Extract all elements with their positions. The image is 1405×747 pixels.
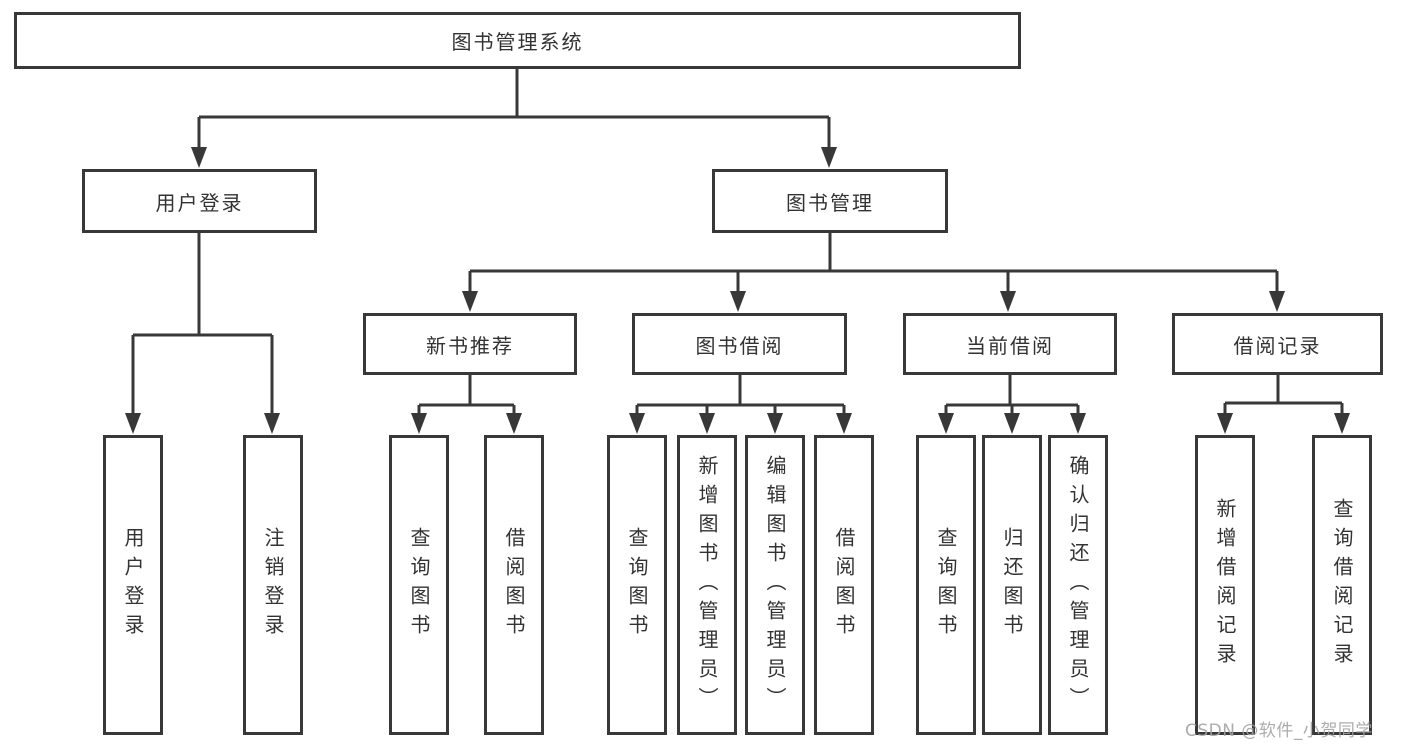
leaf-logout: 注销登录: [243, 435, 303, 735]
node-root: 图书管理系统: [14, 12, 1021, 69]
leaf-confirm-return-admin: 确认归还（管理员）: [1048, 435, 1108, 735]
node-book-borrowing: 图书借阅: [632, 313, 847, 375]
connector-new-book-recommend: [417, 375, 516, 418]
leaf-add-books-admin: 新增图书（管理员）: [677, 435, 737, 735]
node-user-login: 用户登录: [82, 169, 317, 233]
connector-current-borrowing: [944, 375, 1080, 418]
node-new-book-recommend: 新书推荐: [363, 313, 577, 375]
node-book-management: 图书管理: [712, 169, 948, 233]
leaf-return-books: 归还图书: [982, 435, 1042, 735]
arrowheads: [125, 147, 1350, 434]
leaf-query-books-borrowing: 查询图书: [607, 435, 667, 735]
connector-book-borrowing: [635, 375, 846, 418]
leaf-query-books-current: 查询图书: [916, 435, 976, 735]
leaf-edit-books-admin: 编辑图书（管理员）: [745, 435, 805, 735]
node-current-borrowing: 当前借阅: [903, 313, 1117, 375]
leaf-query-borrow-record: 查询借阅记录: [1312, 435, 1372, 735]
connector-borrowing-records: [1223, 375, 1344, 418]
connector-book-management: [468, 233, 1279, 296]
watermark-text: CSDN @软件_小贺同学: [1185, 721, 1373, 741]
connector-root: [197, 69, 831, 152]
leaf-user-login: 用户登录: [103, 435, 163, 735]
leaf-borrow-books-recommend: 借阅图书: [484, 435, 544, 735]
node-borrowing-records: 借阅记录: [1172, 313, 1383, 375]
leaf-query-books-recommend: 查询图书: [389, 435, 449, 735]
leaf-borrow-books-borrowing: 借阅图书: [814, 435, 874, 735]
leaf-add-borrow-record: 新增借阅记录: [1195, 435, 1255, 735]
connector-user-login: [131, 233, 274, 418]
